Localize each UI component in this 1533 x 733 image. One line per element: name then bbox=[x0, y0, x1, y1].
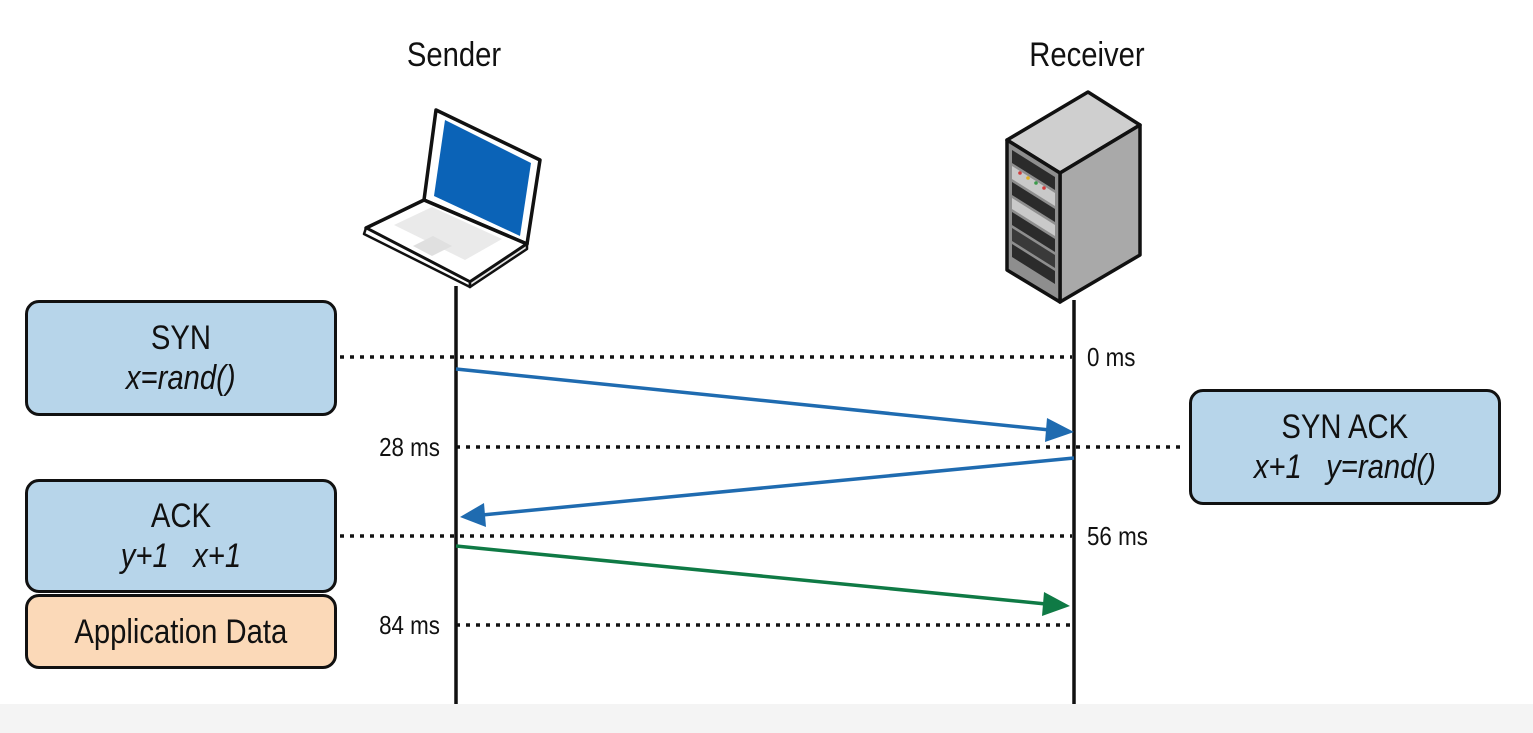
ack-box-value: y+1 x+1 bbox=[120, 537, 242, 575]
synack-box-value: x+1 y=rand() bbox=[1253, 448, 1437, 486]
ack-box-title: ACK bbox=[150, 497, 212, 535]
synack-box-title: SYN ACK bbox=[1281, 408, 1409, 446]
ack-arrow bbox=[455, 544, 1047, 606]
time-label-28ms: 28 ms bbox=[379, 432, 440, 462]
synack-box: SYN ACK x+1 y=rand() bbox=[1189, 389, 1501, 505]
syn-arrow bbox=[455, 367, 1051, 432]
sender-label: Sender bbox=[406, 36, 502, 74]
syn-box-value: x=rand() bbox=[126, 359, 236, 397]
synack-arrow bbox=[481, 456, 1075, 517]
ack-box: ACK y+1 x+1 bbox=[25, 479, 337, 593]
bottom-strip bbox=[0, 704, 1533, 733]
syn-box: SYN x=rand() bbox=[25, 300, 337, 416]
synack-arrowhead bbox=[460, 503, 486, 527]
syn-arrowhead bbox=[1045, 418, 1074, 442]
application-data-label: Application Data bbox=[74, 612, 288, 651]
time-label-84ms: 84 ms bbox=[379, 610, 440, 640]
laptop-icon bbox=[362, 108, 542, 289]
ack-arrowhead bbox=[1042, 592, 1070, 616]
server-icon bbox=[1005, 90, 1142, 304]
time-label-0ms: 0 ms bbox=[1087, 342, 1136, 372]
time-label-56ms: 56 ms bbox=[1087, 521, 1148, 551]
application-data-box: Application Data bbox=[25, 594, 337, 669]
receiver-label: Receiver bbox=[1029, 36, 1145, 74]
syn-box-title: SYN bbox=[150, 319, 212, 357]
